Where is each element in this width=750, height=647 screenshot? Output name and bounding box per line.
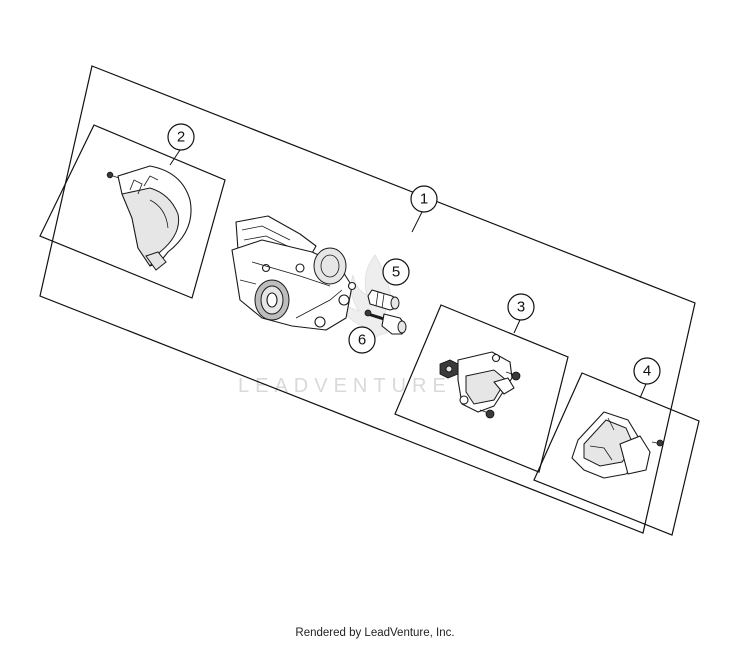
watermark-text: LEADVENTURE xyxy=(238,375,452,397)
callout-5[interactable]: 5 xyxy=(382,258,410,286)
callout-4[interactable]: 4 xyxy=(633,357,661,399)
subframe-4 xyxy=(533,372,700,536)
callout-2-label: 2 xyxy=(177,129,185,146)
part-4-housing[interactable] xyxy=(571,411,664,479)
callout-2[interactable]: 2 xyxy=(167,123,195,166)
watermark: LEADVENTURE xyxy=(238,254,452,397)
callout-1-label: 1 xyxy=(420,191,428,208)
part-5-fitting[interactable] xyxy=(367,289,400,311)
part-3-sensor[interactable] xyxy=(439,351,521,419)
callout-4-label: 4 xyxy=(643,363,651,380)
callout-5-label: 5 xyxy=(392,264,400,281)
callout-1[interactable]: 1 xyxy=(410,185,438,233)
callout-3-label: 3 xyxy=(517,299,525,316)
subframe-2 xyxy=(39,124,226,299)
callout-6[interactable]: 6 xyxy=(348,326,376,354)
throttle-body[interactable] xyxy=(231,215,357,331)
footer-credit: Rendered by LeadVenture, Inc. xyxy=(295,627,455,639)
subframe-3 xyxy=(394,304,569,473)
main-assembly-frame xyxy=(39,65,696,534)
part-6-valve[interactable] xyxy=(364,309,407,335)
callout-3[interactable]: 3 xyxy=(507,293,535,334)
callout-6-label: 6 xyxy=(358,332,366,349)
part-2-cover[interactable] xyxy=(106,165,192,271)
